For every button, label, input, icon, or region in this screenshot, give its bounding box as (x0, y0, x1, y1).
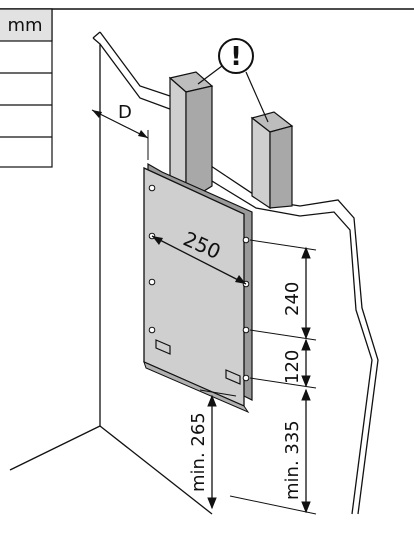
table-unit-header: mm (7, 15, 42, 36)
warning-pointer-left (197, 65, 223, 85)
mounting-hole (242, 236, 250, 244)
table-header-cell (0, 8, 53, 42)
depth-label: D (118, 102, 132, 123)
top-spacing-label: 240 (282, 282, 303, 316)
panel-cutout (155, 339, 171, 355)
depth-dimension: D (91, 102, 149, 160)
right-vertical-dimensions (229, 239, 317, 515)
wood-post-right (250, 111, 294, 210)
mounting-hole (242, 326, 250, 334)
mounting-hole (148, 278, 156, 286)
left-min-height-label: min. 265 (188, 412, 209, 492)
warning-icon: ! (197, 38, 269, 123)
right-min-height-label: min. 335 (282, 420, 303, 500)
left-vertical-dimension (199, 389, 237, 510)
dimension-table: mm (0, 8, 53, 168)
mounting-hole (242, 374, 250, 382)
panel-cutout (225, 369, 241, 385)
warning-pointer-right (245, 71, 269, 123)
wood-post-left (168, 71, 214, 197)
mounting-panel (143, 162, 253, 414)
warning-mark: ! (230, 42, 242, 72)
mounting-hole (148, 184, 156, 192)
middle-spacing-label: 120 (282, 350, 303, 384)
mounting-hole (148, 326, 156, 334)
